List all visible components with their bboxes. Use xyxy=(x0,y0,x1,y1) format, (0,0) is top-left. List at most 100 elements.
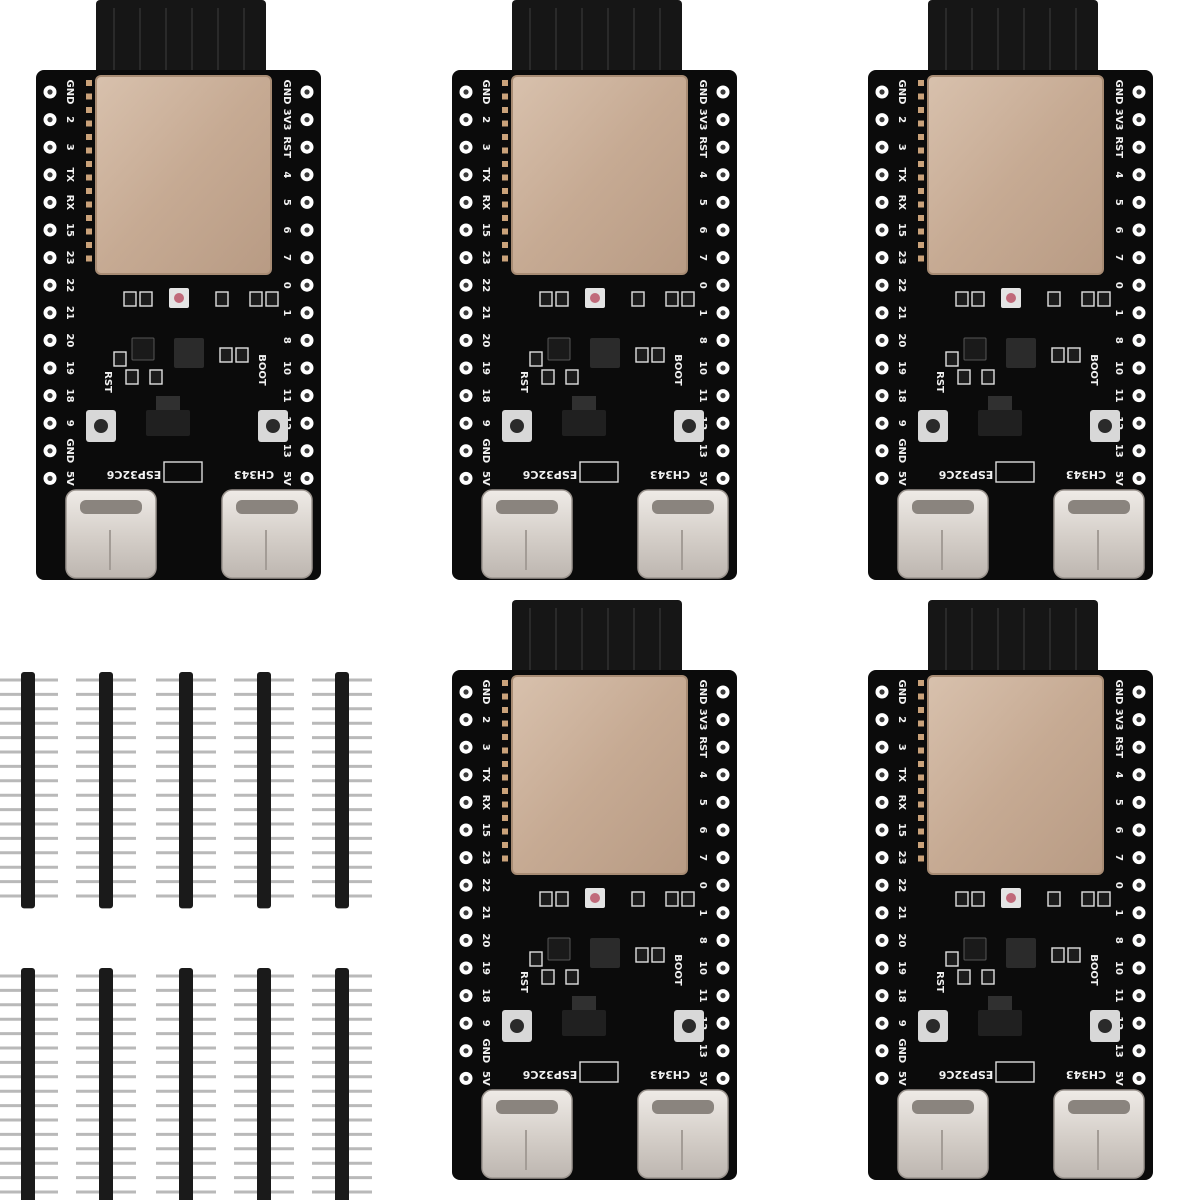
pin-hole xyxy=(463,799,469,805)
boot-button-cap xyxy=(682,419,696,433)
pin-hole xyxy=(463,993,469,999)
pin-hole xyxy=(463,744,469,750)
pin-hole xyxy=(1136,282,1142,288)
module-pad xyxy=(918,120,924,127)
pin-hole xyxy=(720,744,726,750)
ldo-tab xyxy=(572,996,596,1010)
pin-hole xyxy=(304,310,310,316)
pin-label-right: 1 xyxy=(1113,909,1124,916)
pin-hole xyxy=(1136,772,1142,778)
ldo-regulator xyxy=(562,410,606,436)
header-plastic xyxy=(179,968,193,1200)
usb-c-opening xyxy=(80,500,142,514)
pin-label-left: 20 xyxy=(64,333,75,347)
pin-label-left: RX xyxy=(480,195,491,211)
pin-hole xyxy=(879,255,885,261)
pin-hole xyxy=(1136,799,1142,805)
rf-shield xyxy=(511,75,688,275)
pin-hole xyxy=(879,744,885,750)
pin-label-left: 20 xyxy=(480,933,491,947)
module-pad xyxy=(86,188,92,194)
pin-hole xyxy=(879,1075,885,1081)
reset-button-cap xyxy=(510,1019,524,1033)
header-plastic xyxy=(335,672,349,909)
pin-hole xyxy=(720,337,726,343)
pin-label-right: 4 xyxy=(697,771,708,778)
ldo-regulator xyxy=(562,1010,606,1036)
module-pad xyxy=(918,161,924,167)
module-label: ESP32C6 xyxy=(938,468,993,481)
pin-label-left: 18 xyxy=(896,989,907,1003)
smd-part xyxy=(565,369,579,385)
pin-hole xyxy=(1136,882,1142,888)
pin-hole xyxy=(463,882,469,888)
pin-hole xyxy=(1136,420,1142,426)
pin-label-right: 4 xyxy=(697,171,708,178)
usb-c-opening xyxy=(1068,1100,1130,1114)
pin-hole xyxy=(720,199,726,205)
pin-label-left: GND xyxy=(480,80,491,105)
pin-hole xyxy=(720,255,726,261)
pin-label-left: 2 xyxy=(480,116,491,123)
usb-bridge-ic xyxy=(1006,938,1036,968)
reset-label: RST xyxy=(934,371,945,393)
pin-hole xyxy=(47,365,53,371)
pin-hole xyxy=(304,117,310,123)
pin-label-right: 1 xyxy=(281,309,292,316)
pin-hole xyxy=(1136,937,1142,943)
pin-hole xyxy=(463,448,469,454)
module-pad xyxy=(918,707,924,713)
pin-label-left: 18 xyxy=(64,389,75,403)
pin-label-left: 22 xyxy=(480,878,491,892)
reset-label: RST xyxy=(518,371,529,393)
pin-header-strip xyxy=(76,968,136,1200)
module-label: ESP32C6 xyxy=(522,1068,577,1081)
smd-part xyxy=(555,891,569,907)
pin-hole xyxy=(720,310,726,316)
module-pad xyxy=(502,201,508,208)
pin-header-strip xyxy=(312,672,372,909)
pin-hole xyxy=(47,227,53,233)
module-pad xyxy=(918,680,924,686)
pin-label-right: RST xyxy=(697,736,708,758)
pin-hole xyxy=(304,227,310,233)
pin-label-left: 23 xyxy=(896,251,907,265)
usb-c-opening xyxy=(496,1100,558,1114)
pin-hole xyxy=(879,855,885,861)
pin-label-left: GND xyxy=(64,438,75,463)
pin-hole xyxy=(720,172,726,178)
module-pad xyxy=(918,228,924,235)
pin-label-right: RST xyxy=(1113,736,1124,758)
smd-part xyxy=(971,291,985,307)
pin-hole xyxy=(720,965,726,971)
pin-hole xyxy=(1136,744,1142,750)
pin-label-right: 8 xyxy=(1113,337,1124,344)
pin-label-right: 3V3 xyxy=(1113,709,1124,731)
pin-label-left: 3 xyxy=(480,144,491,151)
pin-hole xyxy=(304,199,310,205)
smd-part xyxy=(971,891,985,907)
pin-hole xyxy=(463,1020,469,1026)
small-ic xyxy=(963,337,987,361)
boot-label: BOOT xyxy=(672,954,683,986)
module-pad xyxy=(918,828,924,835)
pin-hole xyxy=(463,365,469,371)
pin-hole xyxy=(463,965,469,971)
pin-hole xyxy=(47,282,53,288)
pin-label-left: 9 xyxy=(896,420,907,427)
pin-label-left: 22 xyxy=(480,278,491,292)
pin-label-right: 7 xyxy=(281,254,292,261)
reset-button-cap xyxy=(926,419,940,433)
pin-hole xyxy=(879,393,885,399)
pin-label-left: GND xyxy=(480,680,491,705)
usb-c-opening xyxy=(652,1100,714,1114)
header-plastic xyxy=(257,968,271,1200)
pin-label-left: 15 xyxy=(896,823,907,837)
pin-hole xyxy=(720,89,726,95)
pin-label-left: 21 xyxy=(896,906,907,920)
pin-hole xyxy=(463,910,469,916)
module-pad xyxy=(86,228,92,235)
usb-chip-label: CH343 xyxy=(1066,468,1106,481)
pin-label-right: 7 xyxy=(1113,854,1124,861)
pin-hole xyxy=(304,89,310,95)
